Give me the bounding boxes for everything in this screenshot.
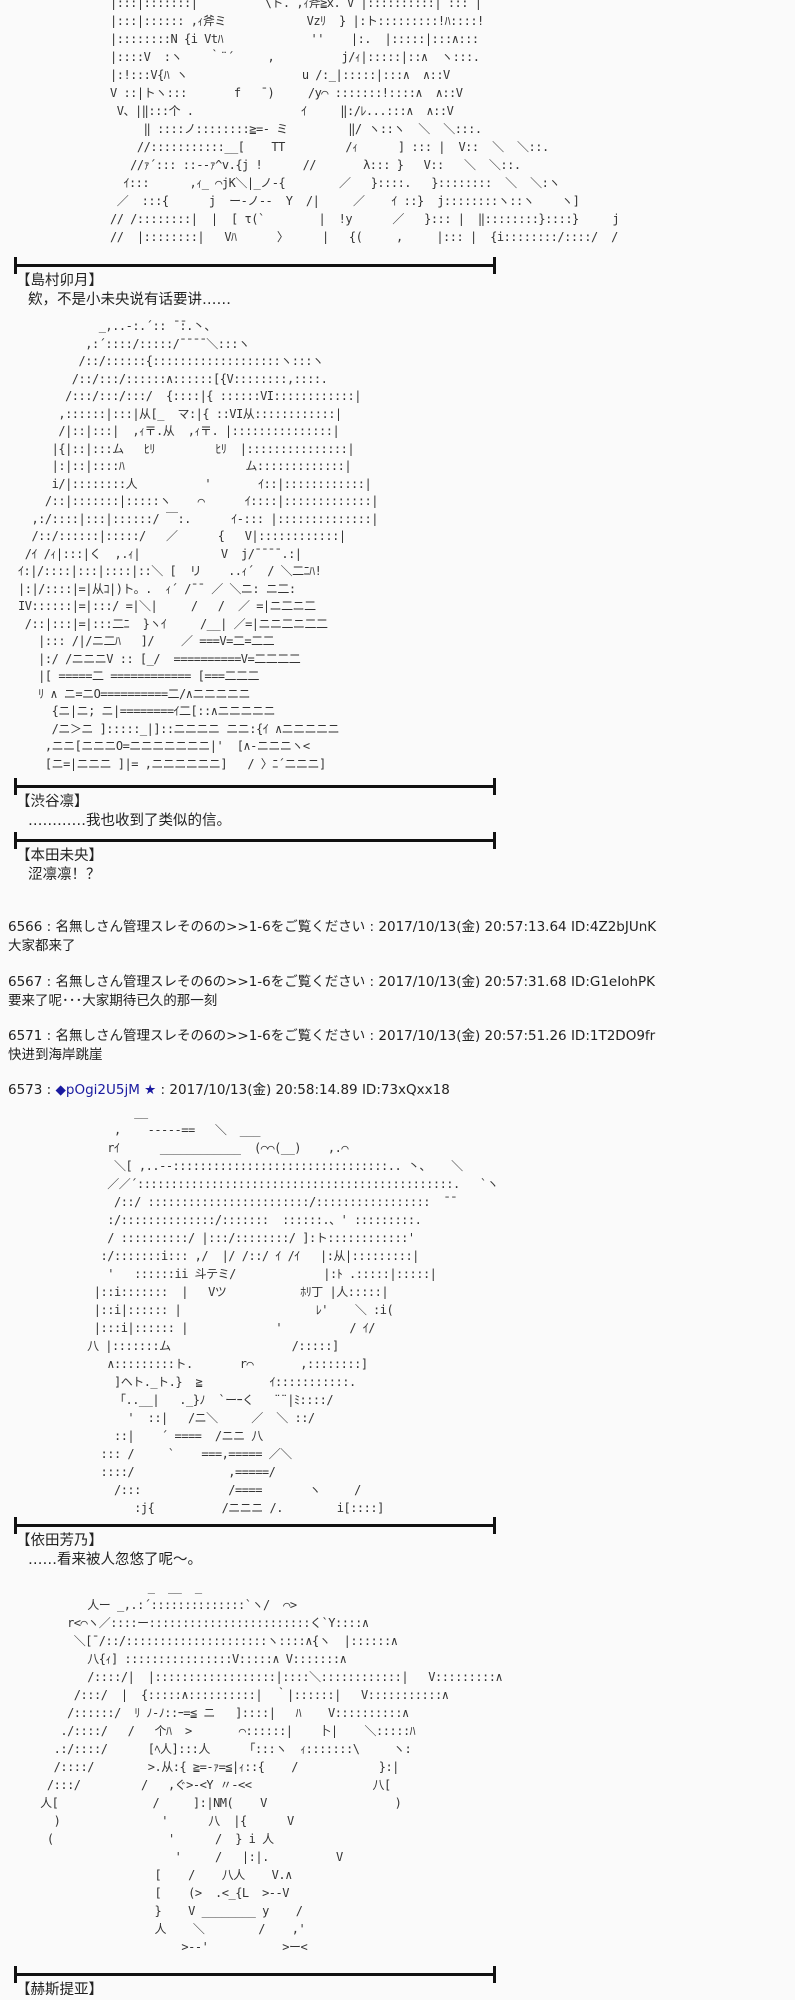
divider	[14, 832, 496, 849]
comment-body: 要来了呢･･･大家期待已久的那一刻	[8, 993, 218, 1009]
dialogue-line: 涩凛凛！？	[28, 867, 101, 883]
speaker-label: 【渋谷凛】	[16, 794, 89, 810]
dialogue-line: …………我也收到了类似的信。	[28, 813, 231, 829]
comment-header: 6567 : 名無しさん管理スレその6の>>1-6をご覧ください : 2017/…	[8, 974, 656, 990]
ascii-art-2: _,..-:.´:: ̄ ̄:.丶、 ,:´::::/:::::/¯¯¯¯＼::…	[18, 319, 378, 771]
comment-header: 6566 : 名無しさん管理スレその6の>>1-6をご覧ください : 2017/…	[8, 919, 657, 935]
dialogue-line: ……看来被人忽悠了呢～。	[28, 1552, 202, 1568]
ascii-art-3: __ , -----== ＼ ___ rｲ ____________ (⌒⌒(_…	[87, 1105, 499, 1515]
comment-body: 快进到海岸跳崖	[8, 1047, 103, 1063]
speaker-label: 【島村卯月】	[16, 273, 103, 289]
divider	[14, 778, 496, 795]
ascii-art-4: _ __ _ 人ー _,.:´::::::::::::::`ヽ/ ⌒> r<⌒ヽ…	[40, 1580, 503, 1954]
comment-body: 大家都来了	[8, 938, 76, 954]
speaker-label: 【依田芳乃】	[16, 1533, 103, 1549]
ascii-art-1: |:::|:::::::| \ト. ,ｨ斧≧x. V |::::::::::| …	[110, 0, 620, 244]
divider	[14, 257, 496, 274]
divider	[14, 1966, 496, 1983]
speaker-label: 【赫斯提亚】	[16, 1982, 103, 1998]
star-icon: ★	[144, 1082, 157, 1098]
comment-header: 6571 : 名無しさん管理スレその6の>>1-6をご覧ください : 2017/…	[8, 1028, 656, 1044]
dialogue-line: 欸，不是小未央说有话要讲……	[28, 292, 231, 308]
speaker-label: 【本田未央】	[16, 848, 103, 864]
divider	[14, 1517, 496, 1534]
author-post-header: 6573 : ◆pOgi2U5jM ★ : 2017/10/13(金) 20:5…	[8, 1082, 450, 1098]
trip-code: ◆pOgi2U5jM	[55, 1082, 140, 1098]
